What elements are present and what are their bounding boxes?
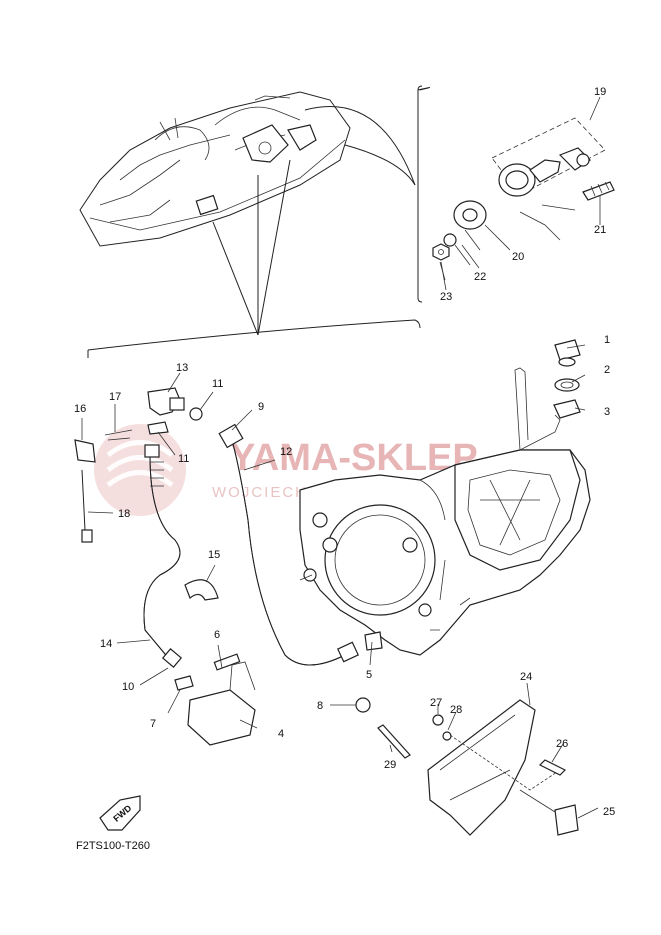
- callout-6: 6: [214, 629, 220, 641]
- callout-13: 13: [176, 362, 188, 374]
- callout-3: 3: [604, 406, 610, 418]
- callout-14: 14: [100, 638, 112, 650]
- flush-fitting-detail: [432, 117, 615, 281]
- callout-17: 17: [109, 391, 121, 403]
- watercraft-overview: [79, 91, 351, 247]
- callout-1: 1: [604, 334, 610, 346]
- watermark-title: YAMA-SKLEP: [230, 437, 478, 479]
- callout-10: 10: [122, 681, 134, 693]
- callout-7: 7: [150, 718, 156, 730]
- small-parts: [74, 387, 452, 759]
- callout-22: 22: [474, 271, 486, 283]
- callout-9: 9: [258, 401, 264, 413]
- callout-24: 24: [520, 671, 532, 683]
- callout-11b: 11: [178, 453, 189, 465]
- drain-parts: [553, 339, 581, 419]
- callout-15: 15: [208, 549, 220, 561]
- callout-20: 20: [512, 251, 524, 263]
- callout-5: 5: [366, 669, 372, 681]
- callout-18: 18: [118, 508, 130, 520]
- callout-leaders: [81, 96, 601, 819]
- callout-19: 19: [594, 86, 606, 98]
- callout-2: 2: [604, 364, 610, 376]
- pump-housing: [299, 367, 591, 656]
- callout-25: 25: [603, 806, 615, 818]
- callout-11a: 11: [212, 378, 223, 390]
- callout-29: 29: [384, 759, 396, 771]
- callouts: 1 2 3 4 5 6 7 8 9 10 11 11 12 13 14 15 1…: [74, 86, 615, 818]
- callout-12: 12: [280, 446, 292, 458]
- callout-4: 4: [278, 728, 284, 740]
- callout-26: 26: [556, 738, 568, 750]
- cover-assembly: [427, 699, 579, 836]
- fwd-arrow: FWD: [99, 795, 141, 831]
- callout-27: 27: [430, 697, 442, 709]
- callout-8: 8: [317, 700, 323, 712]
- callout-28: 28: [450, 704, 462, 716]
- diagram-code: F2TS100-T260: [76, 840, 150, 852]
- callout-16: 16: [74, 403, 86, 415]
- hoses: [143, 423, 360, 668]
- overview-leaders: [87, 85, 430, 358]
- callout-21: 21: [594, 224, 606, 236]
- callout-23: 23: [440, 291, 452, 303]
